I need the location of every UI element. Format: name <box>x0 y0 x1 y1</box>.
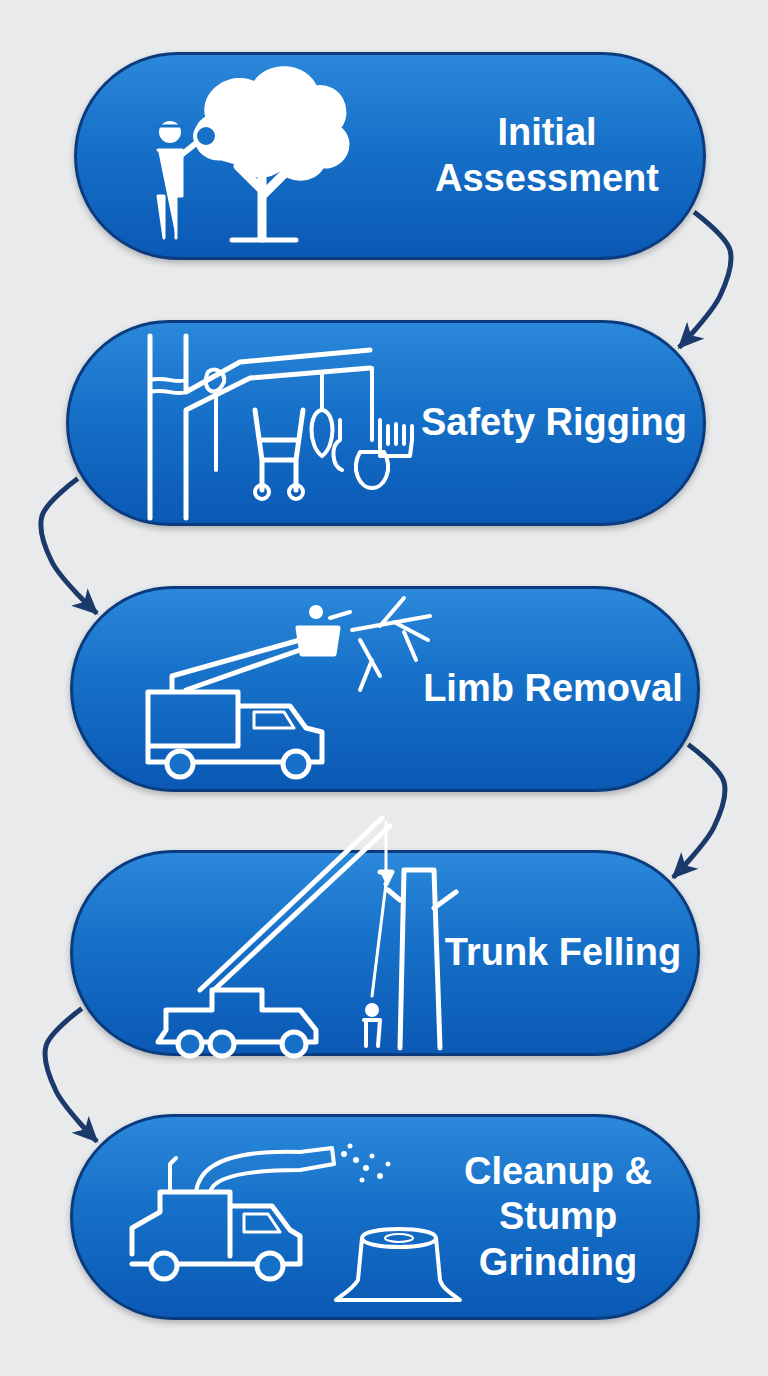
crane-icon <box>158 818 456 1056</box>
process-pill: Cleanup & Stump Grinding <box>70 1114 700 1320</box>
step-label: Initial Assessment <box>407 110 687 201</box>
step-label: Safety Rigging <box>421 400 687 446</box>
step-label: Limb Removal <box>423 666 683 712</box>
curved-arrow <box>679 212 731 347</box>
step-label: Cleanup & Stump Grinding <box>433 1149 683 1286</box>
curved-arrow <box>41 479 97 614</box>
process-pill: Initial Assessment <box>74 52 706 260</box>
process-pill: Trunk Felling <box>70 850 700 1056</box>
chipper-icon <box>132 1144 460 1301</box>
bucket-truck-icon <box>148 598 430 777</box>
curved-arrow <box>45 1009 97 1142</box>
step-label: Trunk Felling <box>445 930 681 976</box>
curved-arrow <box>673 745 725 878</box>
process-pill: Limb Removal <box>70 586 700 792</box>
assessment-icon <box>158 69 347 240</box>
process-pill: Safety Rigging <box>66 320 706 526</box>
rigging-icon <box>150 336 412 518</box>
